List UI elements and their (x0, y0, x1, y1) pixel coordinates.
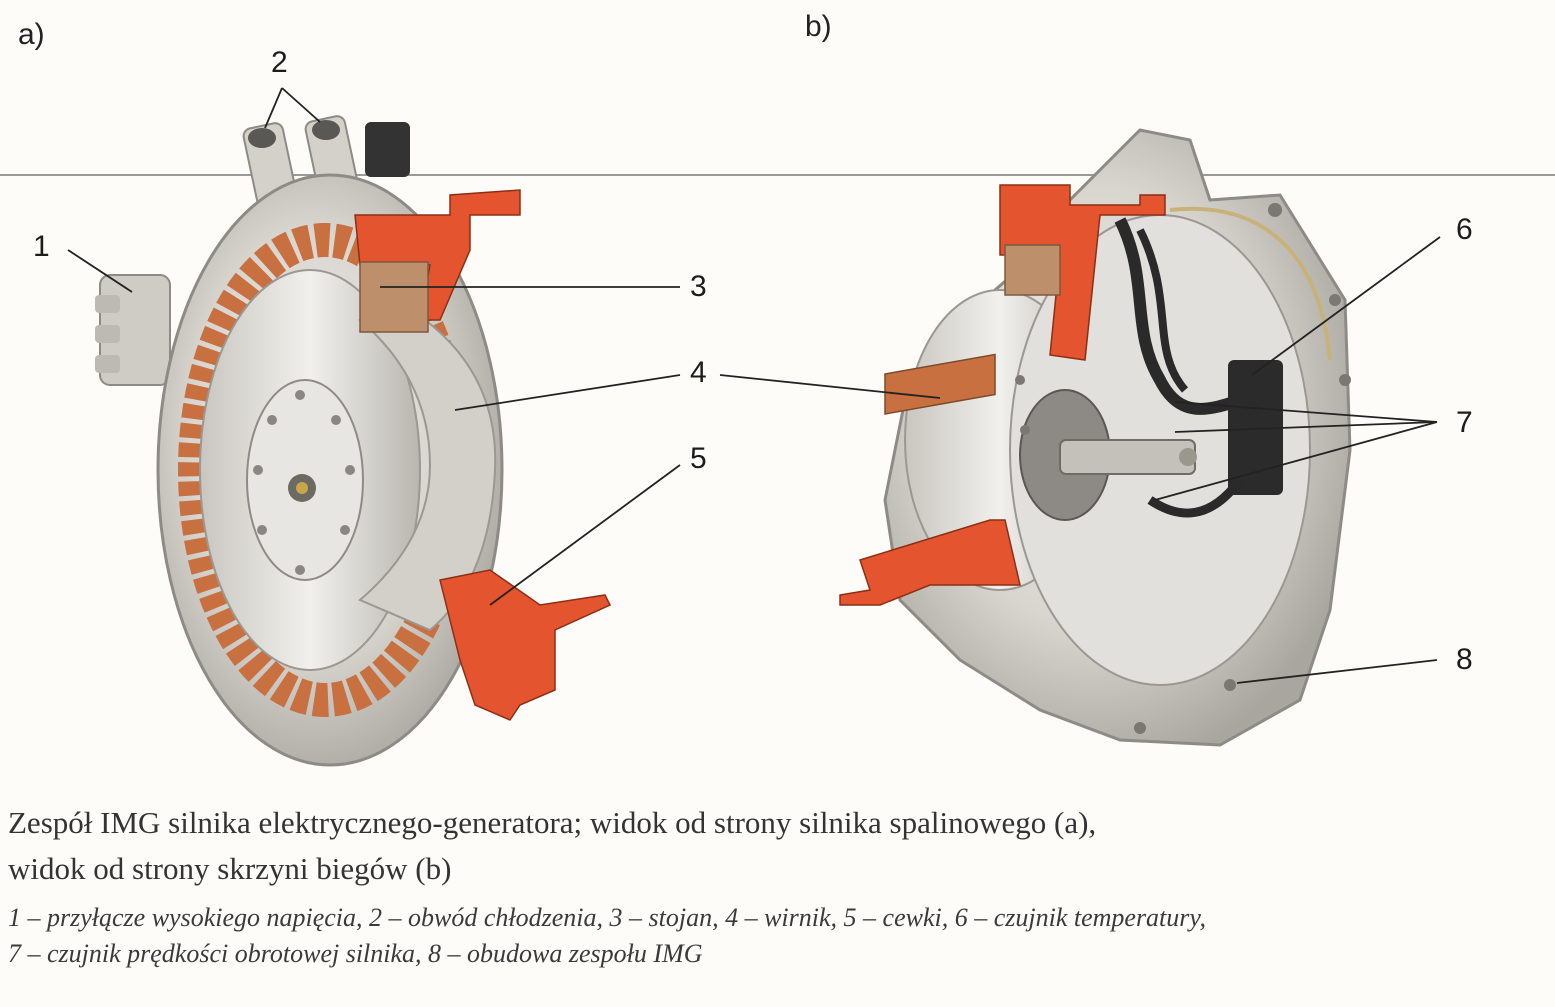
motor-view-b (839, 128, 1352, 747)
panel-label-b: b) (805, 10, 832, 43)
callout-2: 2 (271, 46, 288, 79)
rotor-cylinder (358, 298, 497, 632)
diagram-figure (0, 87, 1555, 767)
shaft (1059, 439, 1196, 475)
callout-4: 4 (690, 356, 707, 389)
callout-6: 6 (1456, 213, 1473, 246)
callout-3: 3 (690, 270, 707, 303)
callout-1: 1 (33, 230, 50, 263)
stator-block-b (1004, 244, 1061, 296)
cutaway-bottom (439, 569, 612, 721)
motor-view-a (95, 115, 612, 767)
callout-8: 8 (1456, 643, 1473, 676)
panel-label-a: a) (18, 18, 45, 51)
leader-lines-a (67, 87, 681, 606)
caption-title-line-1: Zespół IMG silnika elektrycznego-generat… (8, 805, 1097, 840)
wiring-harness (1114, 217, 1242, 415)
stator-block (359, 261, 429, 333)
caption-title-line-2: widok od strony skrzyni biegów (b) (8, 851, 452, 886)
figure-caption: Zespół IMG silnika elektrycznego-generat… (8, 800, 1548, 972)
cutaway-bottom-b (839, 519, 1021, 606)
leader-lines-b (719, 236, 1441, 684)
callout-5: 5 (690, 442, 707, 475)
caption-legend-line-2: 7 – czujnik prędkości obrotowej silnika,… (8, 939, 703, 968)
callout-7: 7 (1456, 406, 1473, 439)
caption-legend-line-1: 1 – przyłącze wysokiego napięcia, 2 – ob… (8, 903, 1207, 932)
coil-block-b (884, 353, 996, 415)
high-voltage-connector (95, 274, 171, 386)
housing-bolts-b (1015, 203, 1351, 734)
speed-sensor-block (1228, 360, 1283, 495)
hub-bolts (253, 390, 355, 575)
